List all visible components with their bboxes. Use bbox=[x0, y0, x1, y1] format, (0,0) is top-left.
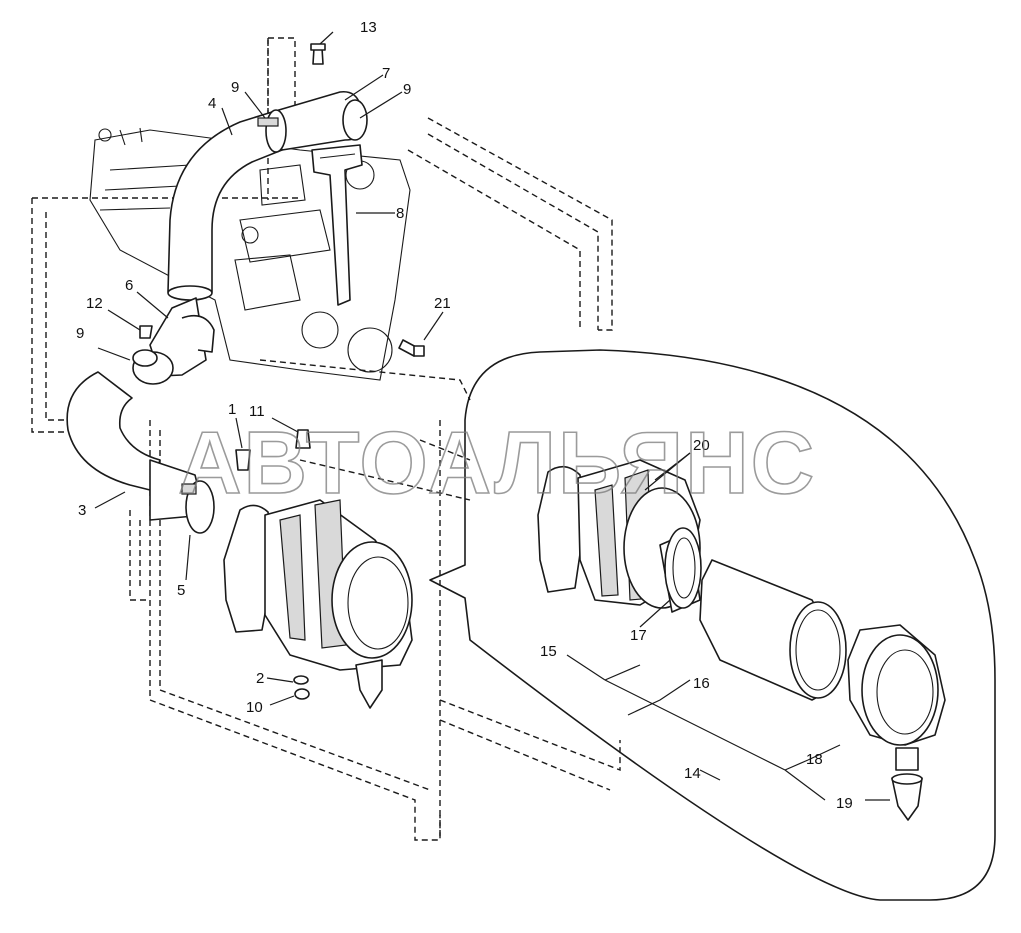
callout-4: 4 bbox=[208, 95, 216, 112]
callout-17: 17 bbox=[630, 627, 647, 644]
callout-3: 3 bbox=[78, 502, 86, 519]
callout-13: 13 bbox=[360, 19, 377, 36]
inset-outer-filter bbox=[699, 559, 847, 701]
support-bracket bbox=[311, 144, 363, 306]
flange-adapter bbox=[132, 297, 215, 385]
callout-2: 2 bbox=[256, 670, 264, 687]
engine-block bbox=[89, 127, 411, 381]
callout-11: 11 bbox=[249, 403, 265, 420]
inset-inner-filter bbox=[659, 527, 702, 613]
callout-8: 8 bbox=[396, 205, 404, 222]
callout-9-top-left: 9 bbox=[231, 79, 239, 96]
callout-15: 15 bbox=[540, 643, 557, 660]
callout-7: 7 bbox=[382, 65, 390, 82]
callout-19: 19 bbox=[836, 795, 853, 812]
callout-10: 10 bbox=[246, 699, 263, 716]
callout-12: 12 bbox=[86, 295, 103, 312]
callout-5: 5 bbox=[177, 582, 185, 599]
fasteners bbox=[139, 43, 425, 700]
leader-lines bbox=[94, 31, 890, 801]
detail-inset-bubble bbox=[429, 349, 996, 901]
lower-hose bbox=[66, 371, 215, 534]
callout-labels: 13 7 9 9 4 8 6 12 9 21 1 11 3 5 2 10 20 … bbox=[76, 19, 853, 812]
callout-14: 14 bbox=[684, 765, 701, 782]
watermark-text: АВТОАЛЬЯНС bbox=[178, 413, 816, 512]
callout-9-left: 9 bbox=[76, 325, 84, 342]
callout-1: 1 bbox=[228, 401, 236, 418]
upper-elbow-pipe bbox=[167, 90, 368, 301]
callout-20: 20 bbox=[693, 437, 710, 454]
callout-21: 21 bbox=[434, 295, 451, 312]
callout-9-top-right: 9 bbox=[403, 81, 411, 98]
air-cleaner-assembly bbox=[223, 499, 413, 709]
callout-18: 18 bbox=[806, 751, 823, 768]
inset-cover bbox=[847, 624, 946, 821]
callout-16: 16 bbox=[693, 675, 710, 692]
callout-6: 6 bbox=[125, 277, 133, 294]
